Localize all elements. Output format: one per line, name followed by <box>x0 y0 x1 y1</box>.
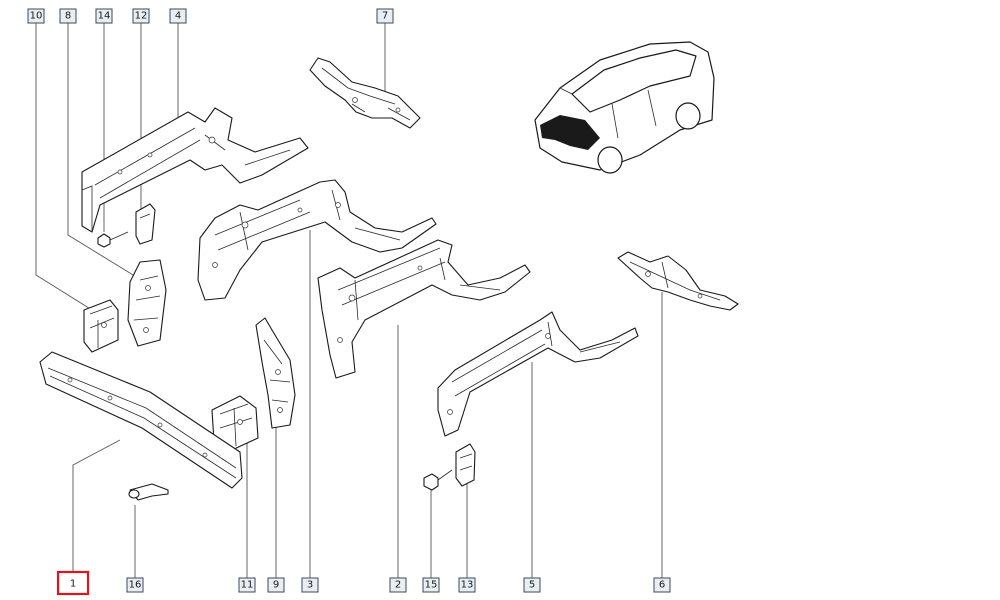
part-5-arch-member <box>437 311 639 437</box>
part-7-bracket <box>309 57 421 129</box>
callout-2[interactable]: 2 <box>389 577 407 593</box>
part-8-bracket <box>127 259 167 347</box>
callout-12[interactable]: 12 <box>132 8 150 24</box>
part-9-bracket <box>255 317 296 429</box>
part-3-side-member <box>197 179 437 301</box>
leader-lines <box>35 22 663 578</box>
callout-1[interactable]: 1 <box>56 570 90 596</box>
callout-1-label: 1 <box>70 579 76 590</box>
callout-11-label: 11 <box>241 580 254 591</box>
callout-3-label: 3 <box>307 580 313 591</box>
callout-11[interactable]: 11 <box>238 577 256 593</box>
part-12-bracket <box>135 203 156 245</box>
callout-8[interactable]: 8 <box>59 8 77 24</box>
part-16-tow-hook <box>128 483 169 501</box>
callout-7[interactable]: 7 <box>376 8 394 24</box>
part-13-bracket <box>455 443 476 487</box>
callout-14-label: 14 <box>98 11 111 22</box>
callout-14[interactable]: 14 <box>95 8 113 24</box>
car-locator-icon <box>534 41 715 174</box>
part-6-bracket <box>617 251 739 311</box>
callout-13-label: 13 <box>461 580 474 591</box>
callout-9[interactable]: 9 <box>267 577 285 593</box>
callout-15[interactable]: 15 <box>422 577 440 593</box>
callout-9-label: 9 <box>273 580 279 591</box>
callout-16[interactable]: 16 <box>126 577 144 593</box>
callout-12-label: 12 <box>135 11 148 22</box>
part-4-upper-rail <box>81 107 309 233</box>
part-10-crash-box <box>83 299 119 353</box>
callout-7-label: 7 <box>382 11 388 22</box>
callout-6-label: 6 <box>659 580 665 591</box>
part-1-bumper-beam <box>39 351 243 489</box>
callout-4[interactable]: 4 <box>169 8 187 24</box>
callout-16-label: 16 <box>129 580 142 591</box>
part-2-side-member <box>317 239 531 379</box>
callout-15-label: 15 <box>425 580 438 591</box>
callout-6[interactable]: 6 <box>653 577 671 593</box>
callout-5-label: 5 <box>529 580 535 591</box>
callout-4-label: 4 <box>175 11 181 22</box>
callout-5[interactable]: 5 <box>523 577 541 593</box>
callout-2-label: 2 <box>395 580 401 591</box>
callout-8-label: 8 <box>65 11 71 22</box>
callout-labels: 10 8 14 12 4 7 1 16 <box>27 8 671 596</box>
callout-10[interactable]: 10 <box>27 8 45 24</box>
part-15-bolt <box>423 469 453 491</box>
callout-13[interactable]: 13 <box>458 577 476 593</box>
callout-10-label: 10 <box>30 11 43 22</box>
part-14-bolt <box>97 231 129 248</box>
callout-3[interactable]: 3 <box>301 577 319 593</box>
